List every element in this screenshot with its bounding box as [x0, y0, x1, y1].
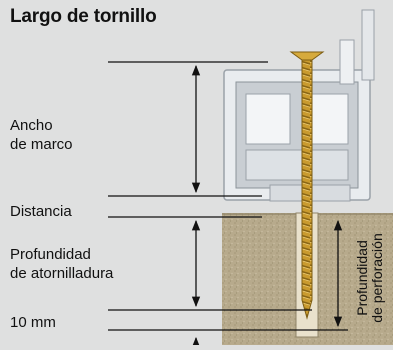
label-screw-depth: Profundidad de atornilladura — [10, 245, 113, 283]
label-extra: 10 mm — [10, 314, 56, 331]
label-frame-width-line2: de marco — [10, 136, 73, 153]
screw — [289, 51, 325, 320]
label-distance: Distancia — [10, 203, 72, 220]
label-screw-depth-line2: de atornilladura — [10, 265, 114, 282]
label-drill-depth: Profundidad de perforación — [350, 222, 390, 334]
label-drill-depth-line2: de perforación — [369, 233, 386, 323]
page-title: Largo de tornillo — [10, 6, 157, 27]
label-drill-depth-line1: Profundidad — [354, 240, 371, 316]
label-frame-width: Ancho de marco — [10, 116, 73, 154]
label-frame-width-line1: Ancho — [10, 117, 53, 134]
window-frame-profile — [223, 9, 375, 202]
label-screw-depth-line1: Profundidad — [10, 246, 91, 263]
